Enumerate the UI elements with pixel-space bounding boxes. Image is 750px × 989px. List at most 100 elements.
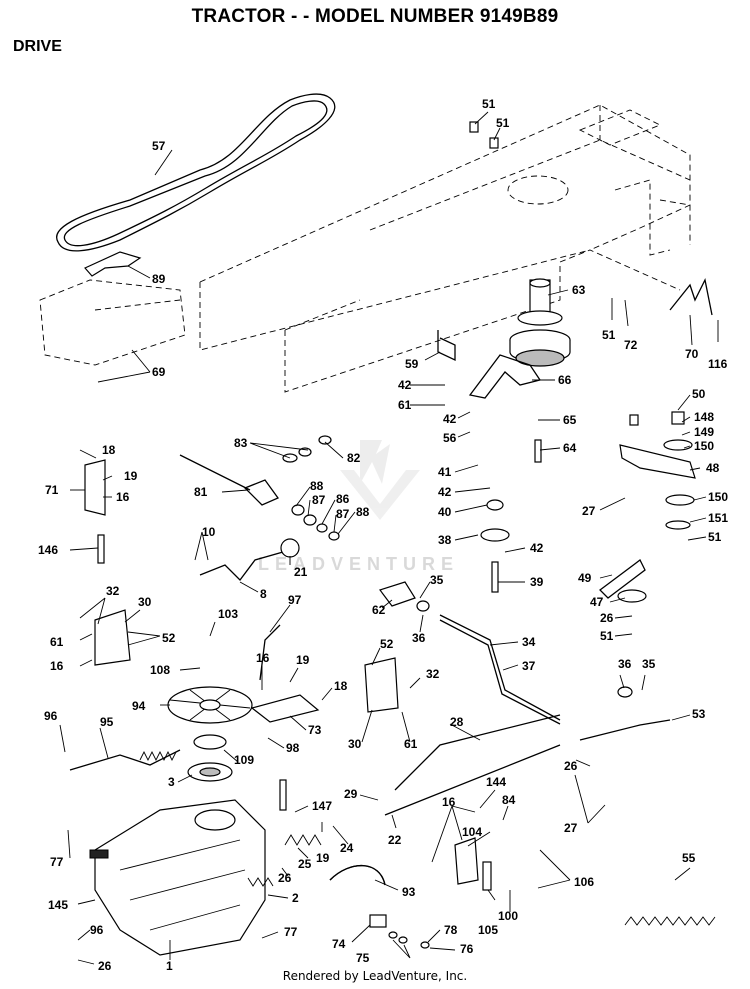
callout-77[interactable]: 77 xyxy=(284,925,298,939)
callout-27[interactable]: 27 xyxy=(582,504,596,518)
callout-55[interactable]: 55 xyxy=(682,851,696,865)
callout-48[interactable]: 48 xyxy=(706,461,720,475)
callout-18[interactable]: 18 xyxy=(334,679,348,693)
callout-74[interactable]: 74 xyxy=(332,937,346,951)
callout-61[interactable]: 61 xyxy=(398,398,412,412)
callout-65[interactable]: 65 xyxy=(563,413,577,427)
callout-18[interactable]: 18 xyxy=(102,443,116,457)
callout-26[interactable]: 26 xyxy=(600,611,614,625)
callout-97[interactable]: 97 xyxy=(288,593,302,607)
callout-8[interactable]: 8 xyxy=(260,587,267,601)
callout-109[interactable]: 109 xyxy=(234,753,254,767)
callout-88[interactable]: 88 xyxy=(356,505,370,519)
callout-40[interactable]: 40 xyxy=(438,505,452,519)
callout-98[interactable]: 98 xyxy=(286,741,300,755)
callout-63[interactable]: 63 xyxy=(572,283,586,297)
callout-36[interactable]: 36 xyxy=(412,631,426,645)
callout-34[interactable]: 34 xyxy=(522,635,536,649)
callout-53[interactable]: 53 xyxy=(692,707,706,721)
callout-36[interactable]: 36 xyxy=(618,657,632,671)
callout-51[interactable]: 51 xyxy=(482,97,496,111)
callout-10[interactable]: 10 xyxy=(202,525,216,539)
callout-72[interactable]: 72 xyxy=(624,338,638,352)
callout-41[interactable]: 41 xyxy=(438,465,452,479)
callout-57[interactable]: 57 xyxy=(152,139,166,153)
callout-147[interactable]: 147 xyxy=(312,799,332,813)
callout-51[interactable]: 51 xyxy=(496,116,510,130)
callout-93[interactable]: 93 xyxy=(402,885,416,899)
callout-52[interactable]: 52 xyxy=(380,637,394,651)
callout-61[interactable]: 61 xyxy=(50,635,64,649)
callout-73[interactable]: 73 xyxy=(308,723,322,737)
callout-19[interactable]: 19 xyxy=(296,653,310,667)
callout-76[interactable]: 76 xyxy=(460,942,474,956)
callout-49[interactable]: 49 xyxy=(578,571,592,585)
callout-28[interactable]: 28 xyxy=(450,715,464,729)
callout-71[interactable]: 71 xyxy=(45,483,59,497)
callout-75[interactable]: 75 xyxy=(356,951,370,965)
callout-94[interactable]: 94 xyxy=(132,699,146,713)
callout-104[interactable]: 104 xyxy=(462,825,482,839)
callout-105[interactable]: 105 xyxy=(478,923,498,937)
callout-66[interactable]: 66 xyxy=(558,373,572,387)
callout-2[interactable]: 2 xyxy=(292,891,299,905)
callout-96[interactable]: 96 xyxy=(44,709,58,723)
callout-51[interactable]: 51 xyxy=(708,530,722,544)
callout-50[interactable]: 50 xyxy=(692,387,706,401)
callout-84[interactable]: 84 xyxy=(502,793,516,807)
callout-77[interactable]: 77 xyxy=(50,855,64,869)
callout-26[interactable]: 26 xyxy=(564,759,578,773)
callout-87[interactable]: 87 xyxy=(312,493,326,507)
callout-39[interactable]: 39 xyxy=(530,575,544,589)
callout-26[interactable]: 26 xyxy=(278,871,292,885)
callout-87[interactable]: 87 xyxy=(336,507,350,521)
callout-16[interactable]: 16 xyxy=(116,490,130,504)
callout-21[interactable]: 21 xyxy=(294,565,308,579)
callout-69[interactable]: 69 xyxy=(152,365,166,379)
callout-42[interactable]: 42 xyxy=(438,485,452,499)
callout-19[interactable]: 19 xyxy=(316,851,330,865)
callout-1[interactable]: 1 xyxy=(166,959,173,973)
callout-59[interactable]: 59 xyxy=(405,357,419,371)
callout-22[interactable]: 22 xyxy=(388,833,402,847)
callout-64[interactable]: 64 xyxy=(563,441,577,455)
callout-16[interactable]: 16 xyxy=(442,795,456,809)
callout-78[interactable]: 78 xyxy=(444,923,458,937)
callout-61[interactable]: 61 xyxy=(404,737,418,751)
callout-42[interactable]: 42 xyxy=(443,412,457,426)
callout-70[interactable]: 70 xyxy=(685,347,699,361)
callout-108[interactable]: 108 xyxy=(150,663,170,677)
callout-24[interactable]: 24 xyxy=(340,841,354,855)
callout-42[interactable]: 42 xyxy=(398,378,412,392)
callout-145[interactable]: 145 xyxy=(48,898,68,912)
callout-116[interactable]: 116 xyxy=(708,357,728,371)
callout-52[interactable]: 52 xyxy=(162,631,176,645)
callout-106[interactable]: 106 xyxy=(574,875,594,889)
callout-51[interactable]: 51 xyxy=(600,629,614,643)
callout-144[interactable]: 144 xyxy=(486,775,506,789)
callout-26[interactable]: 26 xyxy=(98,959,112,973)
callout-103[interactable]: 103 xyxy=(218,607,238,621)
callout-81[interactable]: 81 xyxy=(194,485,208,499)
callout-82[interactable]: 82 xyxy=(347,451,361,465)
callout-19[interactable]: 19 xyxy=(124,469,138,483)
callout-151[interactable]: 151 xyxy=(708,511,728,525)
callout-47[interactable]: 47 xyxy=(590,595,604,609)
callout-35[interactable]: 35 xyxy=(430,573,444,587)
callout-42[interactable]: 42 xyxy=(530,541,544,555)
callout-38[interactable]: 38 xyxy=(438,533,452,547)
callout-86[interactable]: 86 xyxy=(336,492,350,506)
callout-30[interactable]: 30 xyxy=(138,595,152,609)
callout-62[interactable]: 62 xyxy=(372,603,386,617)
callout-35[interactable]: 35 xyxy=(642,657,656,671)
callout-30[interactable]: 30 xyxy=(348,737,362,751)
callout-150[interactable]: 150 xyxy=(708,490,728,504)
callout-16[interactable]: 16 xyxy=(256,651,270,665)
callout-32[interactable]: 32 xyxy=(106,584,120,598)
callout-146[interactable]: 146 xyxy=(38,543,58,557)
callout-100[interactable]: 100 xyxy=(498,909,518,923)
callout-37[interactable]: 37 xyxy=(522,659,536,673)
callout-148[interactable]: 148 xyxy=(694,410,714,424)
callout-83[interactable]: 83 xyxy=(234,436,248,450)
callout-149[interactable]: 149 xyxy=(694,425,714,439)
